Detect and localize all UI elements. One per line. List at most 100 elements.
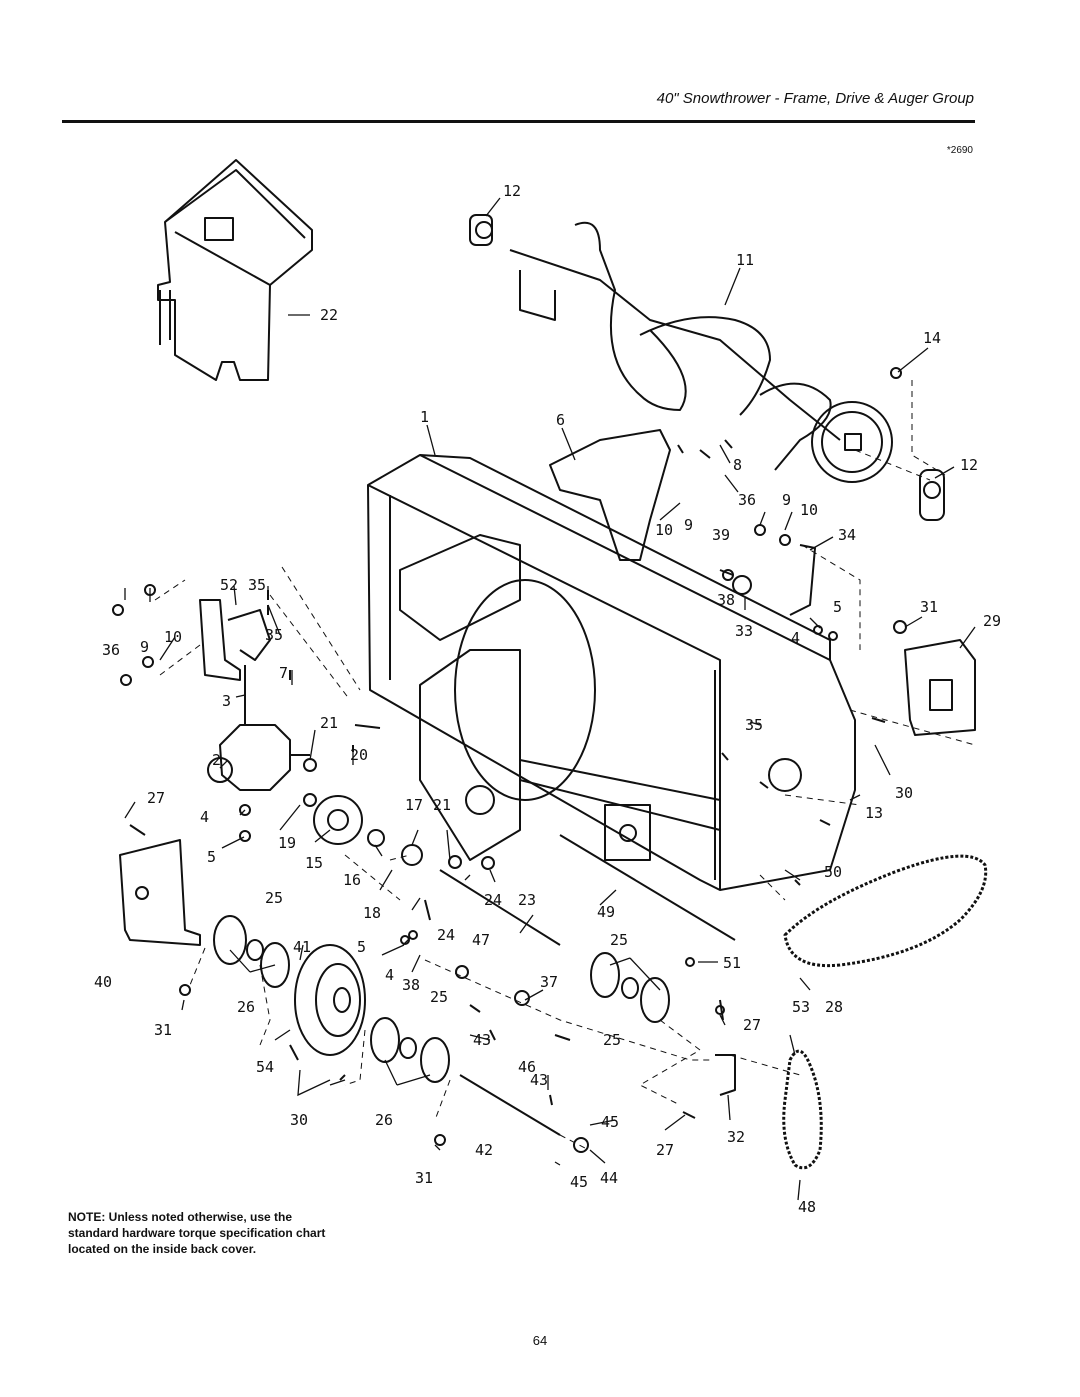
callout-5-b: 5 (207, 848, 216, 866)
callout-6: 6 (556, 411, 565, 429)
callout-21-a: 21 (320, 714, 338, 732)
callout-27-b: 27 (743, 1016, 761, 1034)
callout-42: 42 (475, 1141, 493, 1159)
torque-note: NOTE: Unless noted otherwise, use the st… (68, 1210, 326, 1256)
flange-bearing-part-left (213, 915, 290, 988)
callout-36-a: 36 (738, 491, 756, 509)
page-header-title: 40" Snowthrower - Frame, Drive & Auger G… (656, 90, 974, 107)
callout-11: 11 (736, 251, 754, 269)
callout-38-a: 38 (717, 591, 735, 609)
callout-24-b: 24 (437, 926, 455, 944)
callout-48: 48 (798, 1198, 816, 1216)
callout-7: 7 (279, 664, 288, 682)
idler-bracket-part (789, 544, 816, 616)
callout-38-b: 38 (402, 976, 420, 994)
callout-19: 19 (278, 834, 296, 852)
callout-30-a: 30 (895, 784, 913, 802)
callout-3: 3 (222, 692, 231, 710)
callout-34: 34 (838, 526, 856, 544)
callout-10-b: 10 (800, 501, 818, 519)
callout-54: 54 (256, 1058, 274, 1076)
callout-labels: 12 11 14 12 22 1 6 8 10 9 36 9 10 39 34 … (94, 182, 1001, 1216)
callout-47: 47 (472, 931, 490, 949)
callout-10-c: 10 (164, 628, 182, 646)
gearbox-part (207, 690, 310, 791)
auger-part (509, 221, 893, 483)
callout-46: 46 (518, 1058, 536, 1076)
callout-27-c: 27 (656, 1141, 674, 1159)
callout-20: 20 (350, 746, 368, 764)
callout-32: 32 (727, 1128, 745, 1146)
callout-23: 23 (518, 891, 536, 909)
callout-21-b: 21 (433, 796, 451, 814)
callout-35-b: 35 (265, 626, 283, 644)
callout-50: 50 (824, 863, 842, 881)
callout-9-a: 9 (684, 516, 693, 534)
callout-4-c: 4 (385, 966, 394, 984)
callout-26-b: 26 (375, 1111, 393, 1129)
callout-4-a: 4 (791, 629, 800, 647)
callout-29: 29 (983, 612, 1001, 630)
callout-12-right: 12 (960, 456, 978, 474)
header-rule (62, 120, 975, 123)
callout-24-a: 24 (484, 891, 502, 909)
callout-43-b: 43 (530, 1071, 548, 1089)
bearing-part-right (919, 469, 945, 521)
callout-44: 44 (600, 1169, 618, 1187)
callout-5-a: 5 (833, 598, 842, 616)
callout-8: 8 (733, 456, 742, 474)
housing-frame-part (367, 454, 856, 891)
callout-25-a: 25 (265, 889, 283, 907)
side-plate-part (904, 639, 976, 736)
callout-4-b: 4 (200, 808, 209, 826)
small-bracket-part (199, 599, 271, 681)
callout-43-a: 43 (473, 1031, 491, 1049)
callout-9-b: 9 (782, 491, 791, 509)
callout-52: 52 (220, 576, 238, 594)
callout-51: 51 (723, 954, 741, 972)
callout-5-c: 5 (357, 938, 366, 956)
callout-13: 13 (865, 804, 883, 822)
callout-31-c: 31 (415, 1169, 433, 1187)
callout-41: 41 (293, 938, 311, 956)
hardware-parts (112, 367, 907, 1153)
callout-40: 40 (94, 973, 112, 991)
page-number: 64 (532, 1333, 548, 1348)
callout-25-b: 25 (610, 931, 628, 949)
callout-31-b: 31 (154, 1021, 172, 1039)
callout-28: 28 (825, 998, 843, 1016)
top-cover-part (157, 159, 313, 381)
diagram-code: *2690 (946, 145, 973, 156)
callout-25-c: 25 (430, 988, 448, 1006)
callout-31-a: 31 (920, 598, 938, 616)
callout-17: 17 (405, 796, 423, 814)
flange-bearing-part-right (590, 952, 670, 1023)
callout-36-b: 36 (102, 641, 120, 659)
callout-27-a: 27 (147, 789, 165, 807)
callout-53: 53 (792, 998, 810, 1016)
callout-30-b: 30 (290, 1111, 308, 1129)
callout-9-c: 9 (140, 638, 149, 656)
callout-15: 15 (305, 854, 323, 872)
callout-10-a: 10 (655, 521, 673, 539)
callout-25-d: 25 (603, 1031, 621, 1049)
callout-26-a: 26 (237, 998, 255, 1016)
callout-37: 37 (540, 973, 558, 991)
callout-45-b: 45 (570, 1173, 588, 1191)
pulley-part (294, 944, 366, 1056)
bearing-part-top (469, 214, 493, 246)
callout-2: 2 (212, 751, 221, 769)
lower-bracket-part (715, 1054, 736, 1096)
callout-18: 18 (363, 904, 381, 922)
drive-chain-part (782, 854, 988, 1170)
callout-1: 1 (420, 408, 429, 426)
sprocket-part (313, 795, 363, 845)
callout-35-a: 35 (248, 576, 266, 594)
callout-14: 14 (923, 329, 941, 347)
mount-bracket-part (549, 429, 671, 561)
callout-39: 39 (712, 526, 730, 544)
jackshaft-part (439, 869, 561, 1136)
callout-35-c: 35 (745, 716, 763, 734)
callout-16: 16 (343, 871, 361, 889)
